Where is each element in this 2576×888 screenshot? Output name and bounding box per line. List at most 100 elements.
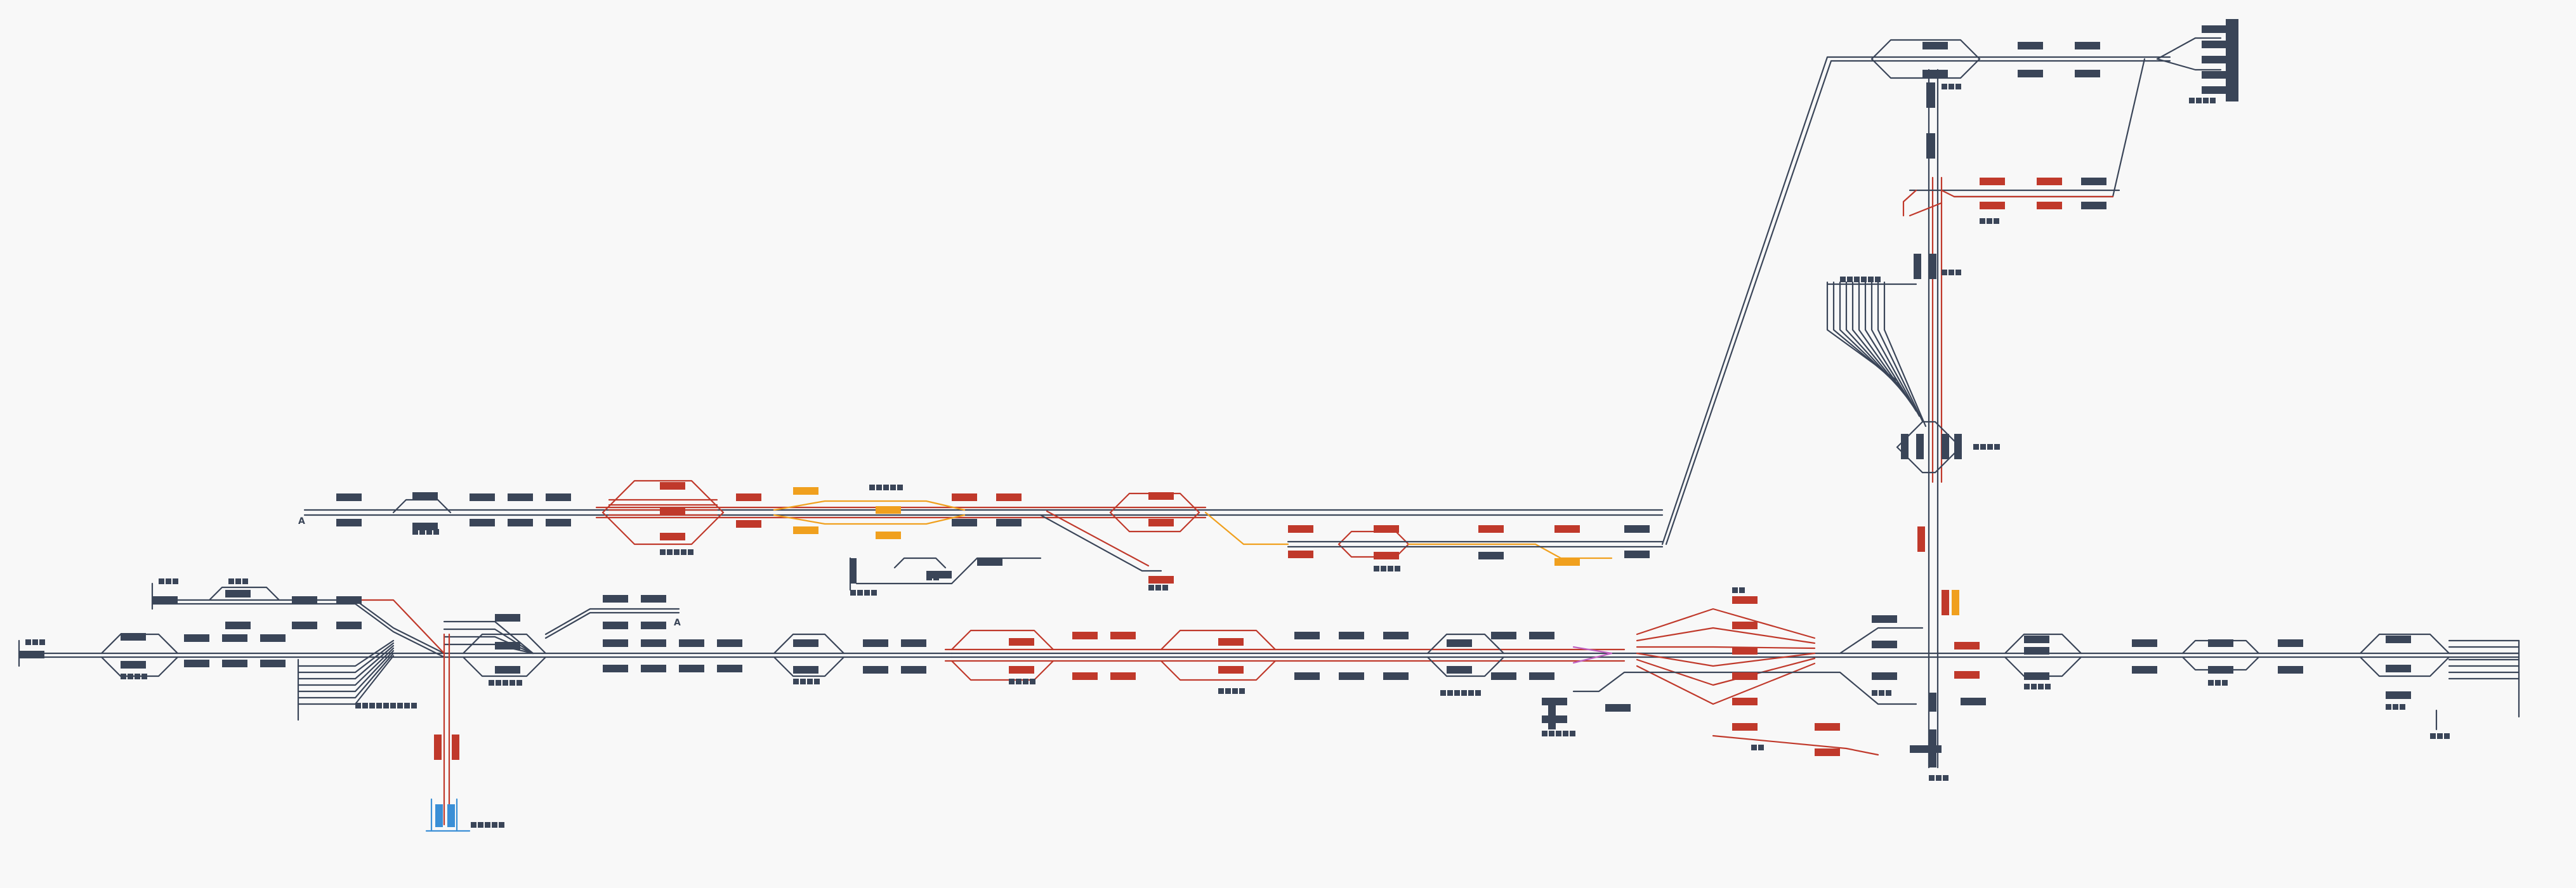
signal-block[interactable] [1624,551,1650,558]
station-id-tag[interactable] [1148,585,1154,591]
signal-block[interactable] [660,533,685,540]
signal-block[interactable] [1218,638,1244,646]
signal-block[interactable] [495,614,520,622]
station-id-tag[interactable] [2437,733,2443,739]
station-id-tag[interactable] [1955,84,1961,89]
station-id-tag[interactable] [1440,690,1446,696]
signal-block[interactable] [2208,639,2233,647]
signal-block[interactable] [603,665,628,672]
station-id-tag[interactable] [1886,690,1891,696]
signal-block[interactable] [1922,70,1948,77]
signal-block[interactable] [1491,632,1516,639]
signal-block[interactable] [952,519,977,526]
signal-block[interactable] [1288,551,1313,558]
station-id-tag[interactable] [1155,585,1161,591]
signal-block[interactable] [736,520,761,528]
signal-block[interactable] [495,666,520,674]
station-id-tag[interactable] [419,529,425,535]
station-id-tag[interactable] [1218,688,1224,694]
signal-block[interactable] [2386,636,2411,643]
station-id-tag[interactable] [1030,679,1035,684]
station-id-tag[interactable] [1948,84,1954,89]
signal-block[interactable] [717,665,742,672]
signal-block[interactable] [2386,665,2411,672]
station-id-tag[interactable] [25,639,31,645]
signal-block[interactable] [641,639,666,647]
station-id-tag[interactable] [1549,731,1554,736]
signal-block[interactable] [260,660,286,667]
signal-block[interactable] [1383,672,1409,680]
signal-block[interactable] [447,804,455,827]
signal-block[interactable] [508,493,533,501]
signal-block[interactable] [1447,639,1472,647]
signal-block[interactable] [1374,525,1399,533]
station-id-tag[interactable] [864,590,870,596]
signal-block[interactable] [495,642,520,650]
signal-block[interactable] [901,666,926,674]
signal-block[interactable] [660,482,685,490]
station-id-tag[interactable] [355,703,361,708]
station-id-tag[interactable] [2208,680,2214,686]
signal-block[interactable] [2037,178,2062,185]
station-id-tag[interactable] [814,679,820,684]
station-id-tag[interactable] [485,822,490,828]
signal-block[interactable] [1491,672,1516,680]
signal-block[interactable] [1942,590,1949,615]
signal-block[interactable] [1916,434,1924,459]
signal-block[interactable] [863,666,888,674]
station-id-tag[interactable] [362,703,368,708]
signal-block[interactable] [793,487,818,495]
signal-block[interactable] [2024,672,2049,680]
station-id-tag[interactable] [2045,684,2051,689]
station-id-tag[interactable] [807,679,813,684]
station-id-tag[interactable] [1556,731,1561,736]
signal-block[interactable] [1339,632,1364,639]
station-id-tag[interactable] [1232,688,1238,694]
station-id-tag[interactable] [1023,679,1028,684]
signal-block[interactable] [452,735,459,760]
signal-block[interactable] [19,651,44,658]
signal-block[interactable] [121,661,146,669]
signal-block[interactable] [1478,525,1504,533]
station-id-tag[interactable] [2430,733,2436,739]
station-id-tag[interactable] [890,485,896,490]
station-id-tag[interactable] [1942,270,1947,275]
station-id-tag[interactable] [235,578,241,584]
station-id-tag[interactable] [1739,587,1745,593]
signal-block[interactable] [1952,590,1959,615]
signal-block[interactable] [1478,552,1504,559]
signal-block[interactable] [1148,492,1174,500]
signal-block[interactable] [2075,70,2100,77]
signal-block[interactable] [1218,666,1244,674]
signal-block[interactable] [660,507,685,515]
station-id-tag[interactable] [492,822,497,828]
signal-block[interactable] [863,639,888,647]
signal-block[interactable] [1009,638,1034,646]
signal-block[interactable] [793,639,818,647]
station-id-tag[interactable] [1447,690,1453,696]
signal-block[interactable] [2202,41,2227,48]
signal-block[interactable] [641,595,666,603]
signal-block[interactable] [1926,82,1935,108]
signal-block[interactable] [470,493,495,501]
station-id-tag[interactable] [2222,680,2228,686]
signal-block[interactable] [184,660,209,667]
station-id-tag[interactable] [2031,684,2037,689]
station-id-tag[interactable] [2038,684,2044,689]
signal-block[interactable] [260,634,286,642]
station-id-tag[interactable] [1009,679,1015,684]
signal-block[interactable] [2081,178,2106,185]
station-id-tag[interactable] [1879,690,1884,696]
station-id-tag[interactable] [857,590,863,596]
signal-block[interactable] [1961,698,1986,705]
station-id-tag[interactable] [688,549,693,555]
signal-block[interactable] [2081,202,2106,209]
station-id-tag[interactable] [2189,98,2195,103]
signal-block[interactable] [1529,672,1554,680]
station-id-tag[interactable] [2400,704,2405,710]
signal-block[interactable] [508,519,533,526]
station-id-tag[interactable] [1016,679,1022,684]
station-id-tag[interactable] [1872,690,1877,696]
station-id-tag[interactable] [1395,566,1400,571]
signal-block[interactable] [1110,632,1136,639]
